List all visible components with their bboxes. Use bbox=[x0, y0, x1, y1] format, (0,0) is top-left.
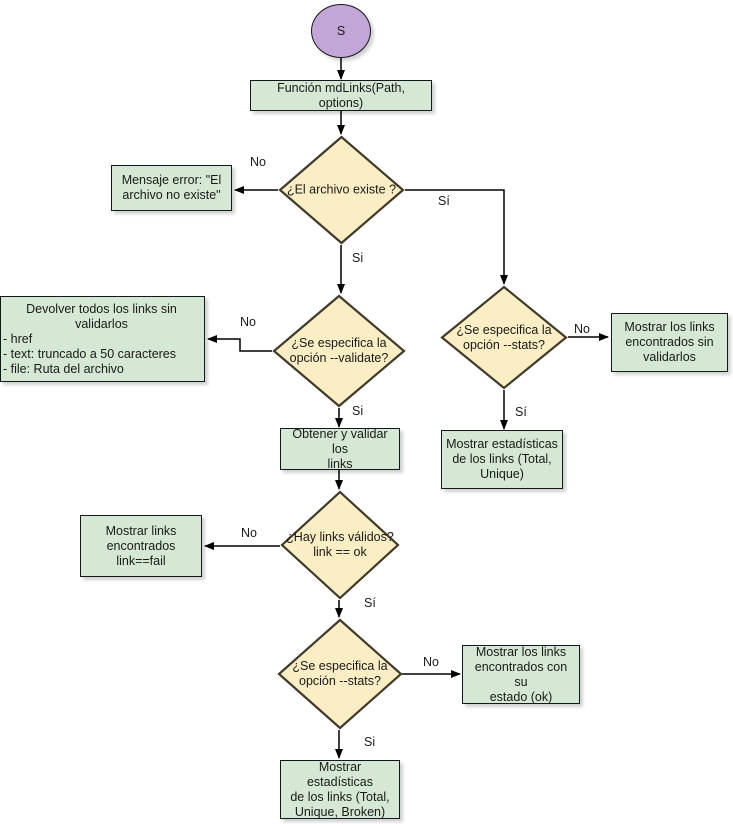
node-show-stats-broken-line1: Mostrar estadísticas bbox=[306, 759, 373, 789]
node-return-all-links[interactable]: Devolver todos los links sin validarlos … bbox=[0, 296, 205, 382]
node-error-msg-line2: archivo no existe" bbox=[122, 188, 221, 202]
edge-fileexists-si-to-statsright bbox=[405, 189, 508, 285]
node-func-mdlinks-label: Función mdLinks(Path, options) bbox=[277, 80, 405, 110]
node-get-validate-links[interactable]: Obtener y validar los links bbox=[280, 426, 400, 471]
edge-label-validate-si: Si bbox=[352, 404, 364, 418]
node-show-links-fail[interactable]: Mostrar links encontrados link==fail bbox=[80, 515, 202, 577]
edge-validate-no-to-returnall bbox=[207, 335, 272, 352]
node-show-stats-total-unique[interactable]: Mostrar estadísticas de los links (Total… bbox=[441, 430, 563, 489]
node-show-links-with-state-line3: estado (ok) bbox=[489, 689, 553, 704]
node-show-stats-total-unique-line1: Mostrar estadísticas bbox=[446, 437, 558, 451]
node-stats-option-bottom[interactable]: ¿Se especifica la opción --stats? bbox=[277, 618, 403, 730]
node-show-links-unvalidated-line3: validarlos bbox=[643, 350, 696, 364]
node-get-validate-links-line1: Obtener y validar los bbox=[292, 426, 388, 456]
node-valid-links[interactable]: ¿Hay links válidos? link == ok bbox=[280, 490, 400, 600]
edge-label-validate-no: No bbox=[240, 315, 256, 329]
node-show-links-unvalidated[interactable]: Mostrar los links encontrados sin valida… bbox=[611, 313, 728, 372]
node-return-all-links-bullet-2: - file: Ruta del archivo bbox=[3, 361, 124, 376]
edge-label-file-exists-si-down: Si bbox=[352, 251, 364, 265]
node-start-label: S bbox=[336, 23, 346, 38]
node-show-links-with-state-line2: encontrados con su bbox=[474, 659, 568, 689]
node-stats-option-right[interactable]: ¿Se especifica la opción --stats? bbox=[440, 285, 568, 390]
node-show-links-unvalidated-line2: encontrados sin bbox=[625, 335, 714, 349]
node-return-all-links-heading2: validarlos bbox=[75, 316, 128, 331]
node-show-stats-total-unique-line2: de los links (Total, bbox=[452, 452, 552, 466]
edge-label-valid-links-no: No bbox=[241, 526, 257, 540]
valid-links-diamond-icon bbox=[280, 490, 400, 600]
node-return-all-links-heading1: Devolver todos los links sin bbox=[26, 301, 177, 316]
node-show-links-fail-line3: link==fail bbox=[116, 553, 166, 568]
file-exists-diamond-icon bbox=[278, 135, 405, 245]
node-show-links-fail-line2: encontrados bbox=[106, 538, 176, 553]
edge-label-file-exists-si-right: Sí bbox=[438, 194, 450, 208]
edge-label-valid-links-si: Sí bbox=[364, 596, 376, 610]
validate-option-diamond-icon bbox=[272, 294, 406, 408]
node-show-stats-broken[interactable]: Mostrar estadísticas de los links (Total… bbox=[280, 760, 400, 819]
node-return-all-links-bullet-0: - href bbox=[3, 331, 33, 346]
edge-label-stats-right-si: Sí bbox=[515, 405, 527, 419]
node-show-stats-broken-line2: de los links (Total, bbox=[290, 789, 390, 804]
node-show-links-unvalidated-line1: Mostrar los links bbox=[624, 320, 715, 334]
node-error-msg[interactable]: Mensaje error: "El archivo no existe" bbox=[111, 165, 232, 211]
node-show-links-with-state-line1: Mostrar los links bbox=[475, 644, 567, 659]
node-error-msg-line1: Mensaje error: "El bbox=[121, 173, 222, 187]
node-show-stats-total-unique-line3: Unique) bbox=[480, 467, 524, 481]
node-validate-option[interactable]: ¿Se especifica la opción --validate? bbox=[272, 294, 406, 408]
edge-label-stats-right-no: No bbox=[574, 322, 590, 336]
node-get-validate-links-line2: links bbox=[327, 456, 353, 471]
node-file-exists[interactable]: ¿El archivo existe ? bbox=[278, 135, 405, 245]
node-return-all-links-bullet-1: - text: truncado a 50 caracteres bbox=[3, 346, 177, 361]
node-show-links-fail-line1: Mostrar links bbox=[105, 523, 177, 538]
node-show-links-with-state[interactable]: Mostrar los links encontrados con su est… bbox=[462, 645, 580, 704]
edge-label-stats-bottom-no: No bbox=[423, 655, 439, 669]
edge-label-file-exists-no: No bbox=[250, 155, 266, 169]
edge-label-stats-bottom-si: Si bbox=[364, 735, 376, 749]
stats-option-bottom-diamond-icon bbox=[277, 618, 403, 730]
node-start[interactable]: S bbox=[311, 4, 371, 58]
node-show-stats-broken-line3: Unique, Broken) bbox=[294, 804, 386, 819]
stats-option-right-diamond-icon bbox=[440, 285, 568, 390]
node-func-mdlinks[interactable]: Función mdLinks(Path, options) bbox=[250, 80, 432, 111]
